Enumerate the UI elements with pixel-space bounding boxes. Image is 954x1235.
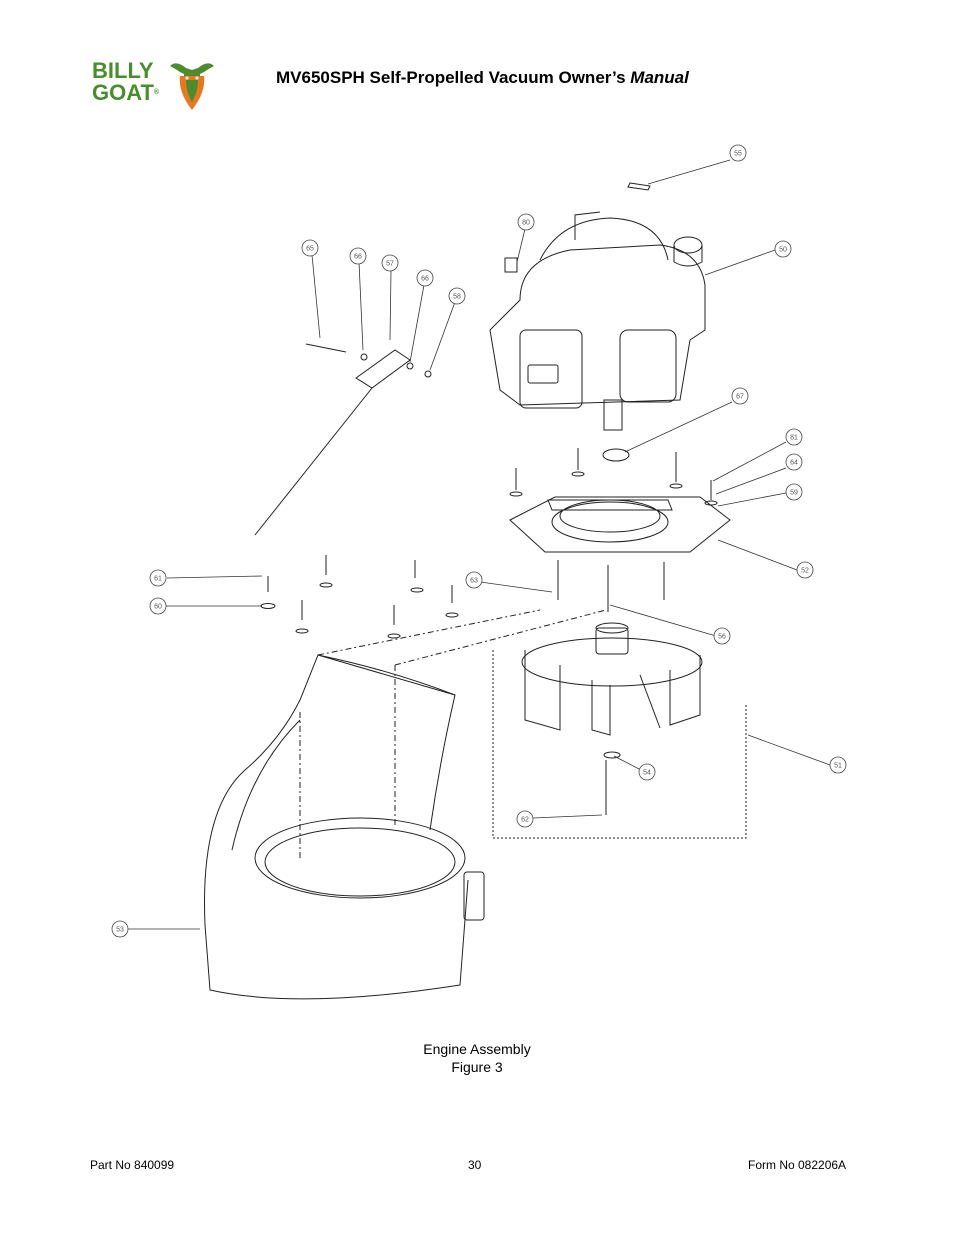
callout-label: 62	[521, 817, 529, 824]
logo-wordmark: BILLY GOAT®	[92, 60, 159, 104]
callout-label: 59	[790, 490, 798, 497]
callout-66b	[416, 269, 434, 287]
callout-53	[111, 920, 129, 938]
callout-label: 54	[643, 770, 651, 777]
callout-61	[149, 569, 167, 587]
callout-label: 64	[790, 460, 798, 467]
callout-label: 55	[734, 151, 742, 158]
footer-page-number: 30	[468, 1158, 482, 1172]
callout-81	[785, 428, 803, 446]
registered-mark: ®	[153, 89, 160, 96]
callout-balloons	[111, 144, 847, 938]
leader-lines	[128, 159, 831, 930]
callout-67	[731, 387, 749, 405]
callout-66a	[349, 247, 367, 265]
callout-58	[448, 287, 466, 305]
figure-caption-title: Engine Assembly	[423, 1041, 531, 1057]
title-main: MV650SPH Self-Propelled Vacuum Owner’s	[276, 68, 631, 87]
callout-label: 51	[834, 763, 842, 770]
logo-line-1: BILLY	[92, 58, 154, 83]
throttle-control-drawing	[254, 343, 432, 536]
footer-part-number: Part No 840099	[90, 1158, 175, 1172]
callout-60	[149, 597, 167, 615]
callout-57	[381, 254, 399, 272]
callout-label: 60	[154, 604, 162, 611]
callout-label: 61	[154, 576, 162, 583]
callout-52	[796, 561, 814, 579]
engine-drawing	[489, 211, 706, 431]
impeller-drawing	[492, 622, 747, 839]
callout-labels: 55 80 50 65 66 57 66 58 67 81 64 59 52 6…	[116, 151, 842, 934]
goat-head-icon	[170, 63, 214, 110]
callout-64	[785, 453, 803, 471]
callout-80	[517, 213, 535, 231]
callout-label: 80	[522, 220, 530, 227]
callout-label: 66	[354, 254, 362, 261]
callout-label: 66	[421, 276, 429, 283]
callout-label: 67	[736, 394, 744, 401]
engine-assembly-diagram: 55 80 50 65 66 57 66 58 67 81 64 59 52 6…	[111, 144, 847, 1000]
callout-label: 63	[470, 578, 478, 585]
fasteners-drawing	[260, 448, 718, 639]
callout-label: 57	[386, 261, 394, 268]
mounting-plate-drawing	[509, 496, 731, 553]
title-italic: Manual	[630, 68, 689, 87]
callout-56	[713, 627, 731, 645]
callout-59	[785, 483, 803, 501]
callout-label: 56	[718, 634, 726, 641]
callout-63	[465, 571, 483, 589]
billy-goat-logo: BILLY GOAT®	[92, 58, 220, 112]
logo-line-2: GOAT	[92, 80, 154, 105]
callout-label: 52	[801, 568, 809, 575]
callout-51	[829, 756, 847, 774]
callout-label: 65	[306, 246, 314, 253]
callout-label: 81	[790, 435, 798, 442]
footer-form-number: Form No 082206A	[748, 1158, 847, 1172]
callout-label: 50	[779, 247, 787, 254]
callout-65	[301, 239, 319, 257]
figure-caption-number: Figure 3	[451, 1059, 503, 1075]
page-title: MV650SPH Self-Propelled Vacuum Owner’s M…	[276, 68, 689, 88]
callout-50	[774, 240, 792, 258]
blower-housing-drawing	[204, 609, 607, 1000]
callout-label: 58	[453, 294, 461, 301]
callout-label: 53	[116, 927, 124, 934]
callout-62	[516, 810, 534, 828]
callout-54	[638, 763, 656, 781]
callout-55	[729, 144, 747, 162]
